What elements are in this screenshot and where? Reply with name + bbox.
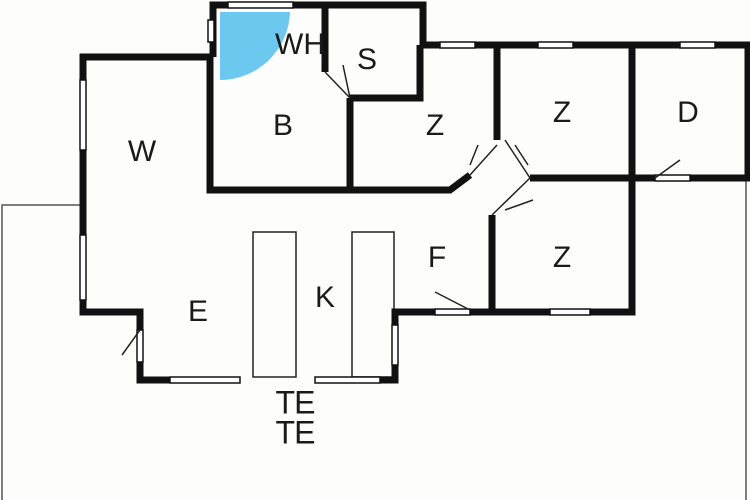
room-label-w: W	[127, 135, 157, 168]
door-swing-wh	[220, 12, 290, 81]
room-label-b: B	[272, 109, 294, 142]
room-label-k: K	[314, 281, 336, 314]
room-label-te-1: TE	[275, 384, 316, 421]
room-label-wh: WH	[275, 28, 325, 61]
room-label-z1: Z	[425, 109, 445, 142]
kitchen-counter-left	[252, 231, 297, 378]
room-label-d: D	[677, 96, 699, 129]
walls	[79, 1, 750, 384]
room-label-z3: Z	[552, 241, 572, 274]
terrace-outline	[1, 180, 747, 500]
room-label-f: F	[427, 241, 447, 274]
room-label-te-2: TE	[275, 414, 316, 451]
room-label-z2: Z	[552, 96, 572, 129]
door-leaves	[121, 64, 681, 356]
room-label-s: S	[356, 43, 378, 76]
room-label-e: E	[187, 295, 209, 328]
kitchen-counter-right	[351, 231, 395, 378]
